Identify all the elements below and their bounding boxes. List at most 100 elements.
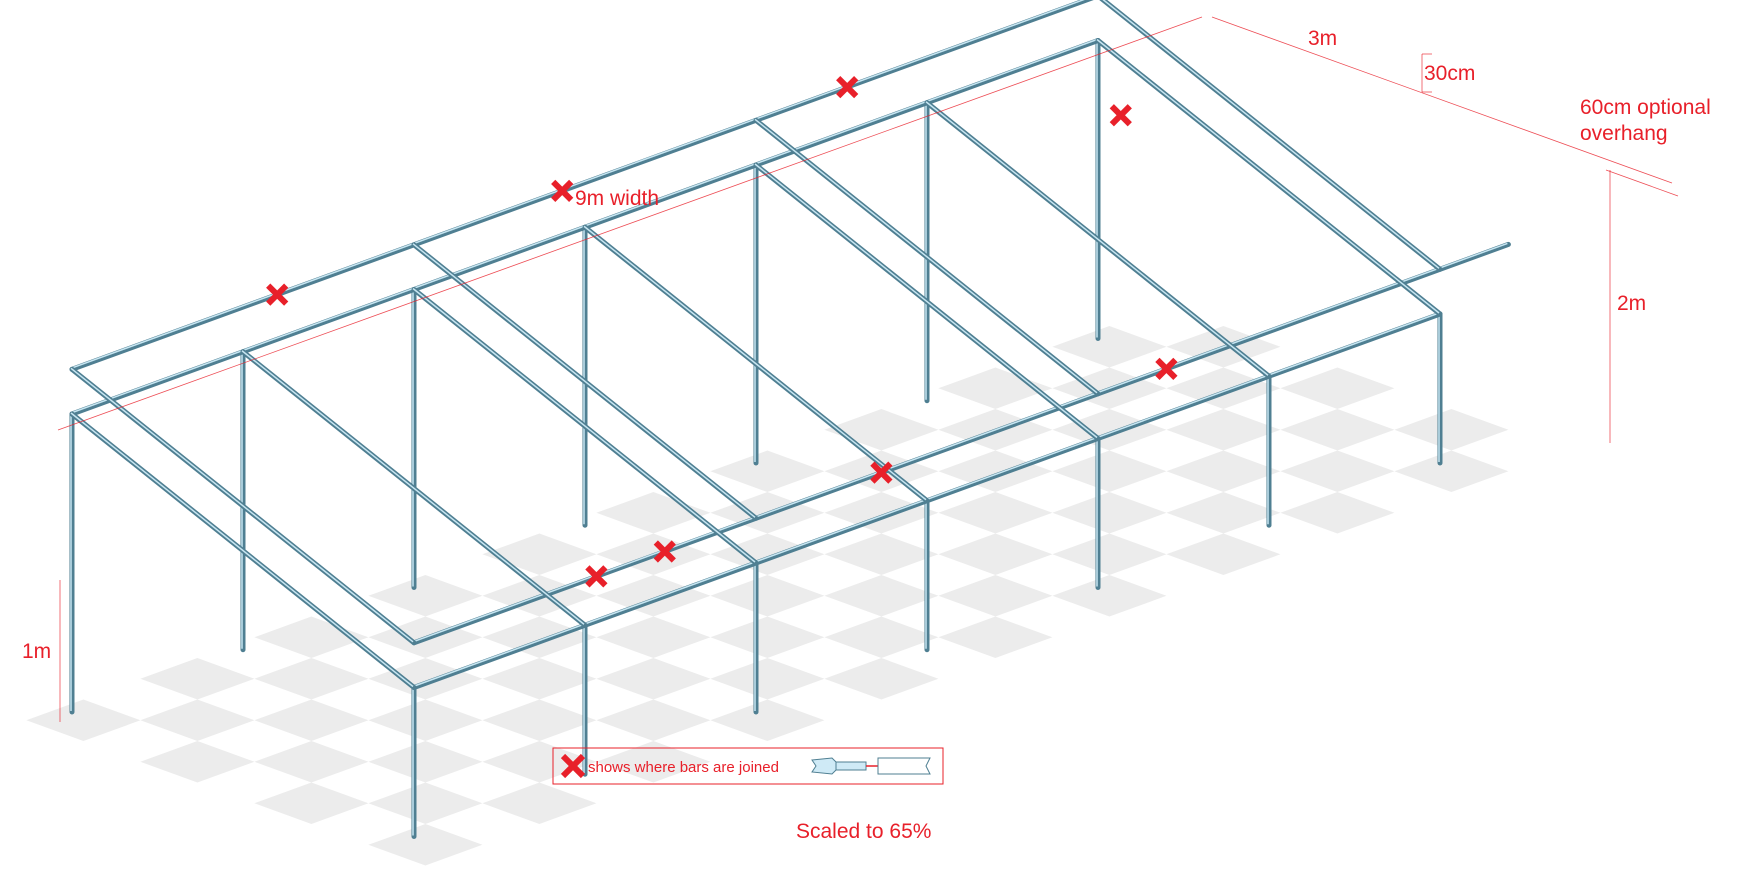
floor-tile: [1280, 492, 1395, 534]
floor-tile: [368, 741, 483, 783]
floor-tile: [26, 699, 141, 742]
floor-tile: [824, 658, 939, 700]
floor-tile: [1280, 450, 1395, 493]
joint-stroke: [870, 461, 893, 484]
front-height-label: 1m: [22, 640, 51, 663]
overhang-label-line1: 60cm optional: [1580, 96, 1711, 119]
floor-tile: [596, 616, 711, 659]
floor-tile: [482, 699, 597, 742]
floor-tile: [482, 658, 597, 700]
roof-crossbar-highlight: [412, 243, 756, 518]
floor-tile: [1052, 533, 1167, 576]
floor-tile: [368, 824, 483, 866]
floor-tile: [824, 575, 939, 617]
joint-cross-icon: [836, 75, 859, 99]
side-crossbar-highlight: [241, 350, 585, 625]
floor-tile: [710, 699, 825, 742]
floor-tile: [254, 699, 369, 742]
floor-tile: [938, 492, 1053, 534]
roof-crossbar-highlight: [70, 367, 414, 643]
back-top-rail-highlight: [70, 0, 1085, 370]
joint-cross-icon: [1155, 357, 1178, 381]
floor-tile: [368, 575, 483, 617]
floor-tile: [938, 450, 1053, 493]
floor-tile: [710, 658, 825, 700]
joint-stroke: [551, 179, 574, 202]
floor-tile: [1052, 575, 1167, 617]
floor-tile: [140, 741, 255, 783]
side-crossbar-highlight: [412, 287, 756, 563]
bar-connector-icon: [811, 757, 931, 775]
joint-cross-icon: [870, 461, 893, 484]
floor-tile: [368, 782, 483, 825]
joint-cross-icon: [560, 753, 586, 779]
floor-tile: [824, 492, 939, 534]
floor-tile: [254, 741, 369, 783]
side-crossbar-highlight: [1096, 38, 1440, 314]
floor-tile: [1166, 367, 1281, 410]
floor-tile: [482, 616, 597, 659]
floor-tile: [1166, 492, 1281, 534]
overhang-label-line2: overhang: [1580, 122, 1668, 145]
joint-stroke: [585, 565, 608, 588]
floor-tile: [1394, 450, 1509, 493]
floor-tile: [938, 533, 1053, 576]
joint-stroke: [1155, 357, 1178, 381]
frame-structure: [69, 0, 1511, 839]
joint-stroke: [266, 283, 289, 306]
floor-tile: [254, 782, 369, 825]
floor-tile: [1280, 409, 1395, 451]
floor-tile: [368, 658, 483, 700]
scale-note: Scaled to 65%: [796, 820, 931, 843]
floor-tile: [938, 616, 1053, 659]
floor-tile: [938, 575, 1053, 617]
floor-tile: [482, 782, 597, 825]
legend: shows where bars are joined: [552, 747, 944, 785]
legend-text: shows where bars are joined: [588, 759, 779, 776]
roof-crossbar-highlight: [1102, 0, 1440, 269]
joint-cross-icon: [551, 179, 574, 202]
joint-stroke: [653, 540, 676, 563]
floor-tile: [710, 450, 825, 493]
join-markers: [266, 75, 1178, 588]
floor-tile: [1166, 533, 1281, 576]
joint-cross-icon: [1109, 104, 1132, 127]
floor-tile: [596, 741, 711, 783]
roof-crossbar-highlight: [754, 118, 1098, 394]
joint-cross-icon: [266, 283, 289, 306]
floor-tile: [140, 658, 255, 700]
floor-tile: [824, 616, 939, 659]
depth-label: 3m: [1308, 27, 1337, 50]
rise-label: 30cm: [1424, 62, 1475, 85]
side-crossbar-highlight: [754, 163, 1098, 439]
dimension-lines: [57, 16, 1679, 722]
back-height-label: 2m: [1617, 292, 1646, 315]
floor-tile: [710, 533, 825, 576]
floor-tile: [368, 699, 483, 742]
width-label: 9m width: [575, 187, 659, 210]
floor-tile: [1166, 409, 1281, 451]
side-crossbar-highlight: [70, 412, 414, 688]
joint-stroke: [836, 75, 859, 99]
floor-tile: [596, 575, 711, 617]
floor-tile: [1052, 450, 1167, 493]
back-top-rail: [69, 0, 1094, 372]
floor-tile: [1052, 492, 1167, 534]
floor-tile: [596, 699, 711, 742]
floor-tile: [140, 699, 255, 742]
floor-tile: [254, 658, 369, 700]
floor-tile: [1052, 326, 1167, 368]
floor-tile: [1052, 409, 1167, 451]
joint-cross-icon: [653, 540, 676, 563]
joint-cross-icon: [585, 565, 608, 588]
side-crossbar-highlight: [583, 225, 927, 501]
floor-tile: [710, 575, 825, 617]
joint-stroke: [1109, 104, 1132, 127]
floor-tile: [710, 616, 825, 659]
floor-tile: [1166, 450, 1281, 493]
floor-tile: [824, 533, 939, 576]
side-crossbar-highlight: [925, 101, 1269, 376]
floor-tile: [1394, 409, 1509, 451]
floor-tile: [596, 658, 711, 700]
